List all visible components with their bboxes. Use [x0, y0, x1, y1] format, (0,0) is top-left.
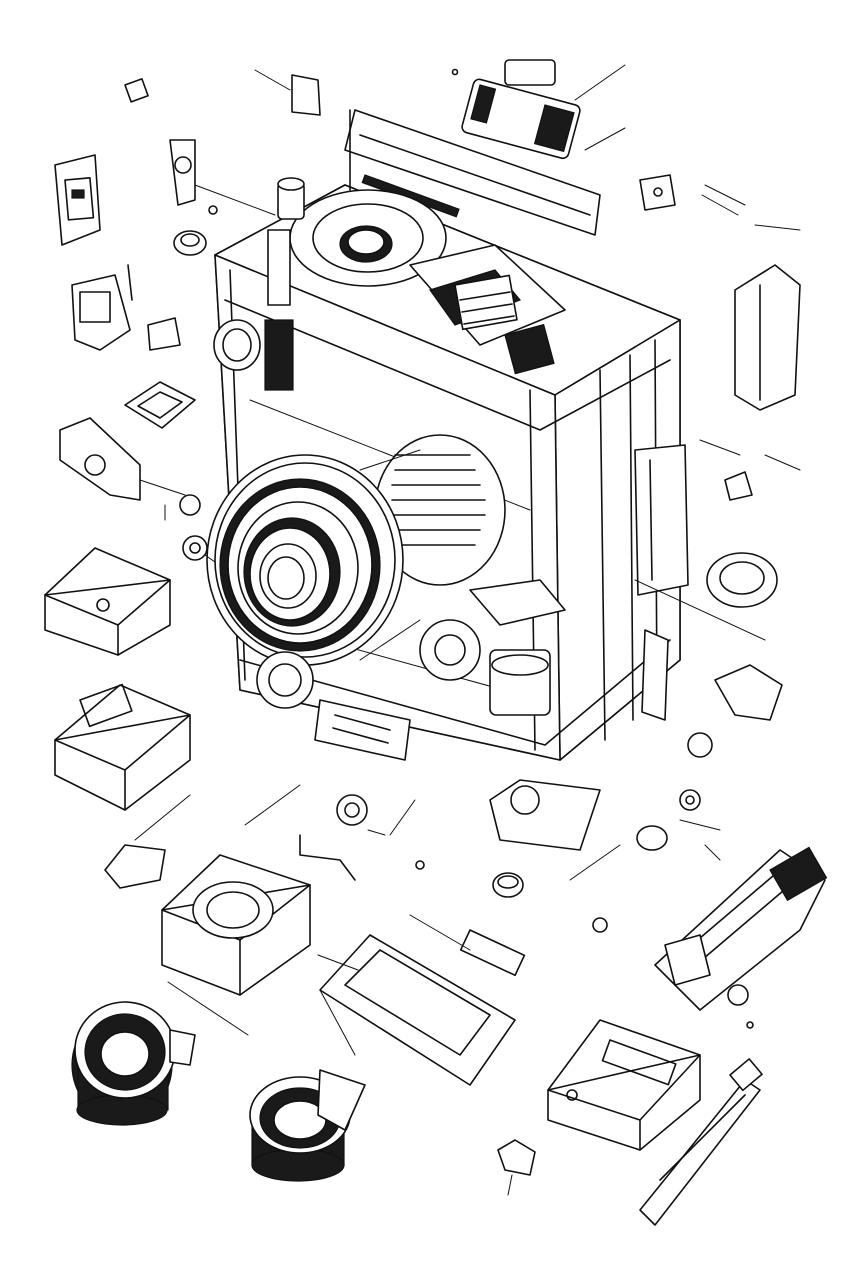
- left-module: [71, 264, 181, 351]
- cylinder-part: [194, 177, 305, 220]
- bottom-plate: [489, 779, 601, 851]
- small-latch: [497, 1139, 536, 1196]
- flat-bracket: [124, 381, 196, 429]
- spare-lens-1: [71, 1001, 196, 1126]
- left-mechanism: [59, 417, 186, 521]
- ring-small: [173, 230, 207, 256]
- lens-mount-housing: [161, 784, 311, 996]
- small-screws: [124, 68, 459, 215]
- viewfinder-eyepiece: [213, 229, 294, 391]
- shutter-mechanism: [409, 244, 566, 375]
- film-door: [319, 914, 526, 1086]
- battery-grip: [54, 154, 101, 246]
- right-small-parts: [634, 174, 801, 861]
- spring-parts: [179, 494, 216, 563]
- leader-lines: [167, 224, 801, 1036]
- battery-box: [44, 547, 171, 656]
- bracket-parts: [299, 794, 524, 898]
- back-plate: [547, 1019, 701, 1151]
- hinge-assembly: [461, 59, 626, 160]
- top-rail-bracket: [344, 109, 601, 236]
- spare-lens-2: [249, 1069, 366, 1182]
- film-advance-assembly: [592, 846, 828, 1011]
- main-lens: [206, 434, 506, 666]
- shutter-lever: [104, 794, 191, 889]
- internal-gears: [256, 579, 566, 761]
- rewind-rod: [639, 1021, 763, 1226]
- side-panel-right: [634, 444, 689, 721]
- top-dial: [289, 189, 447, 287]
- base-frame: [54, 683, 191, 811]
